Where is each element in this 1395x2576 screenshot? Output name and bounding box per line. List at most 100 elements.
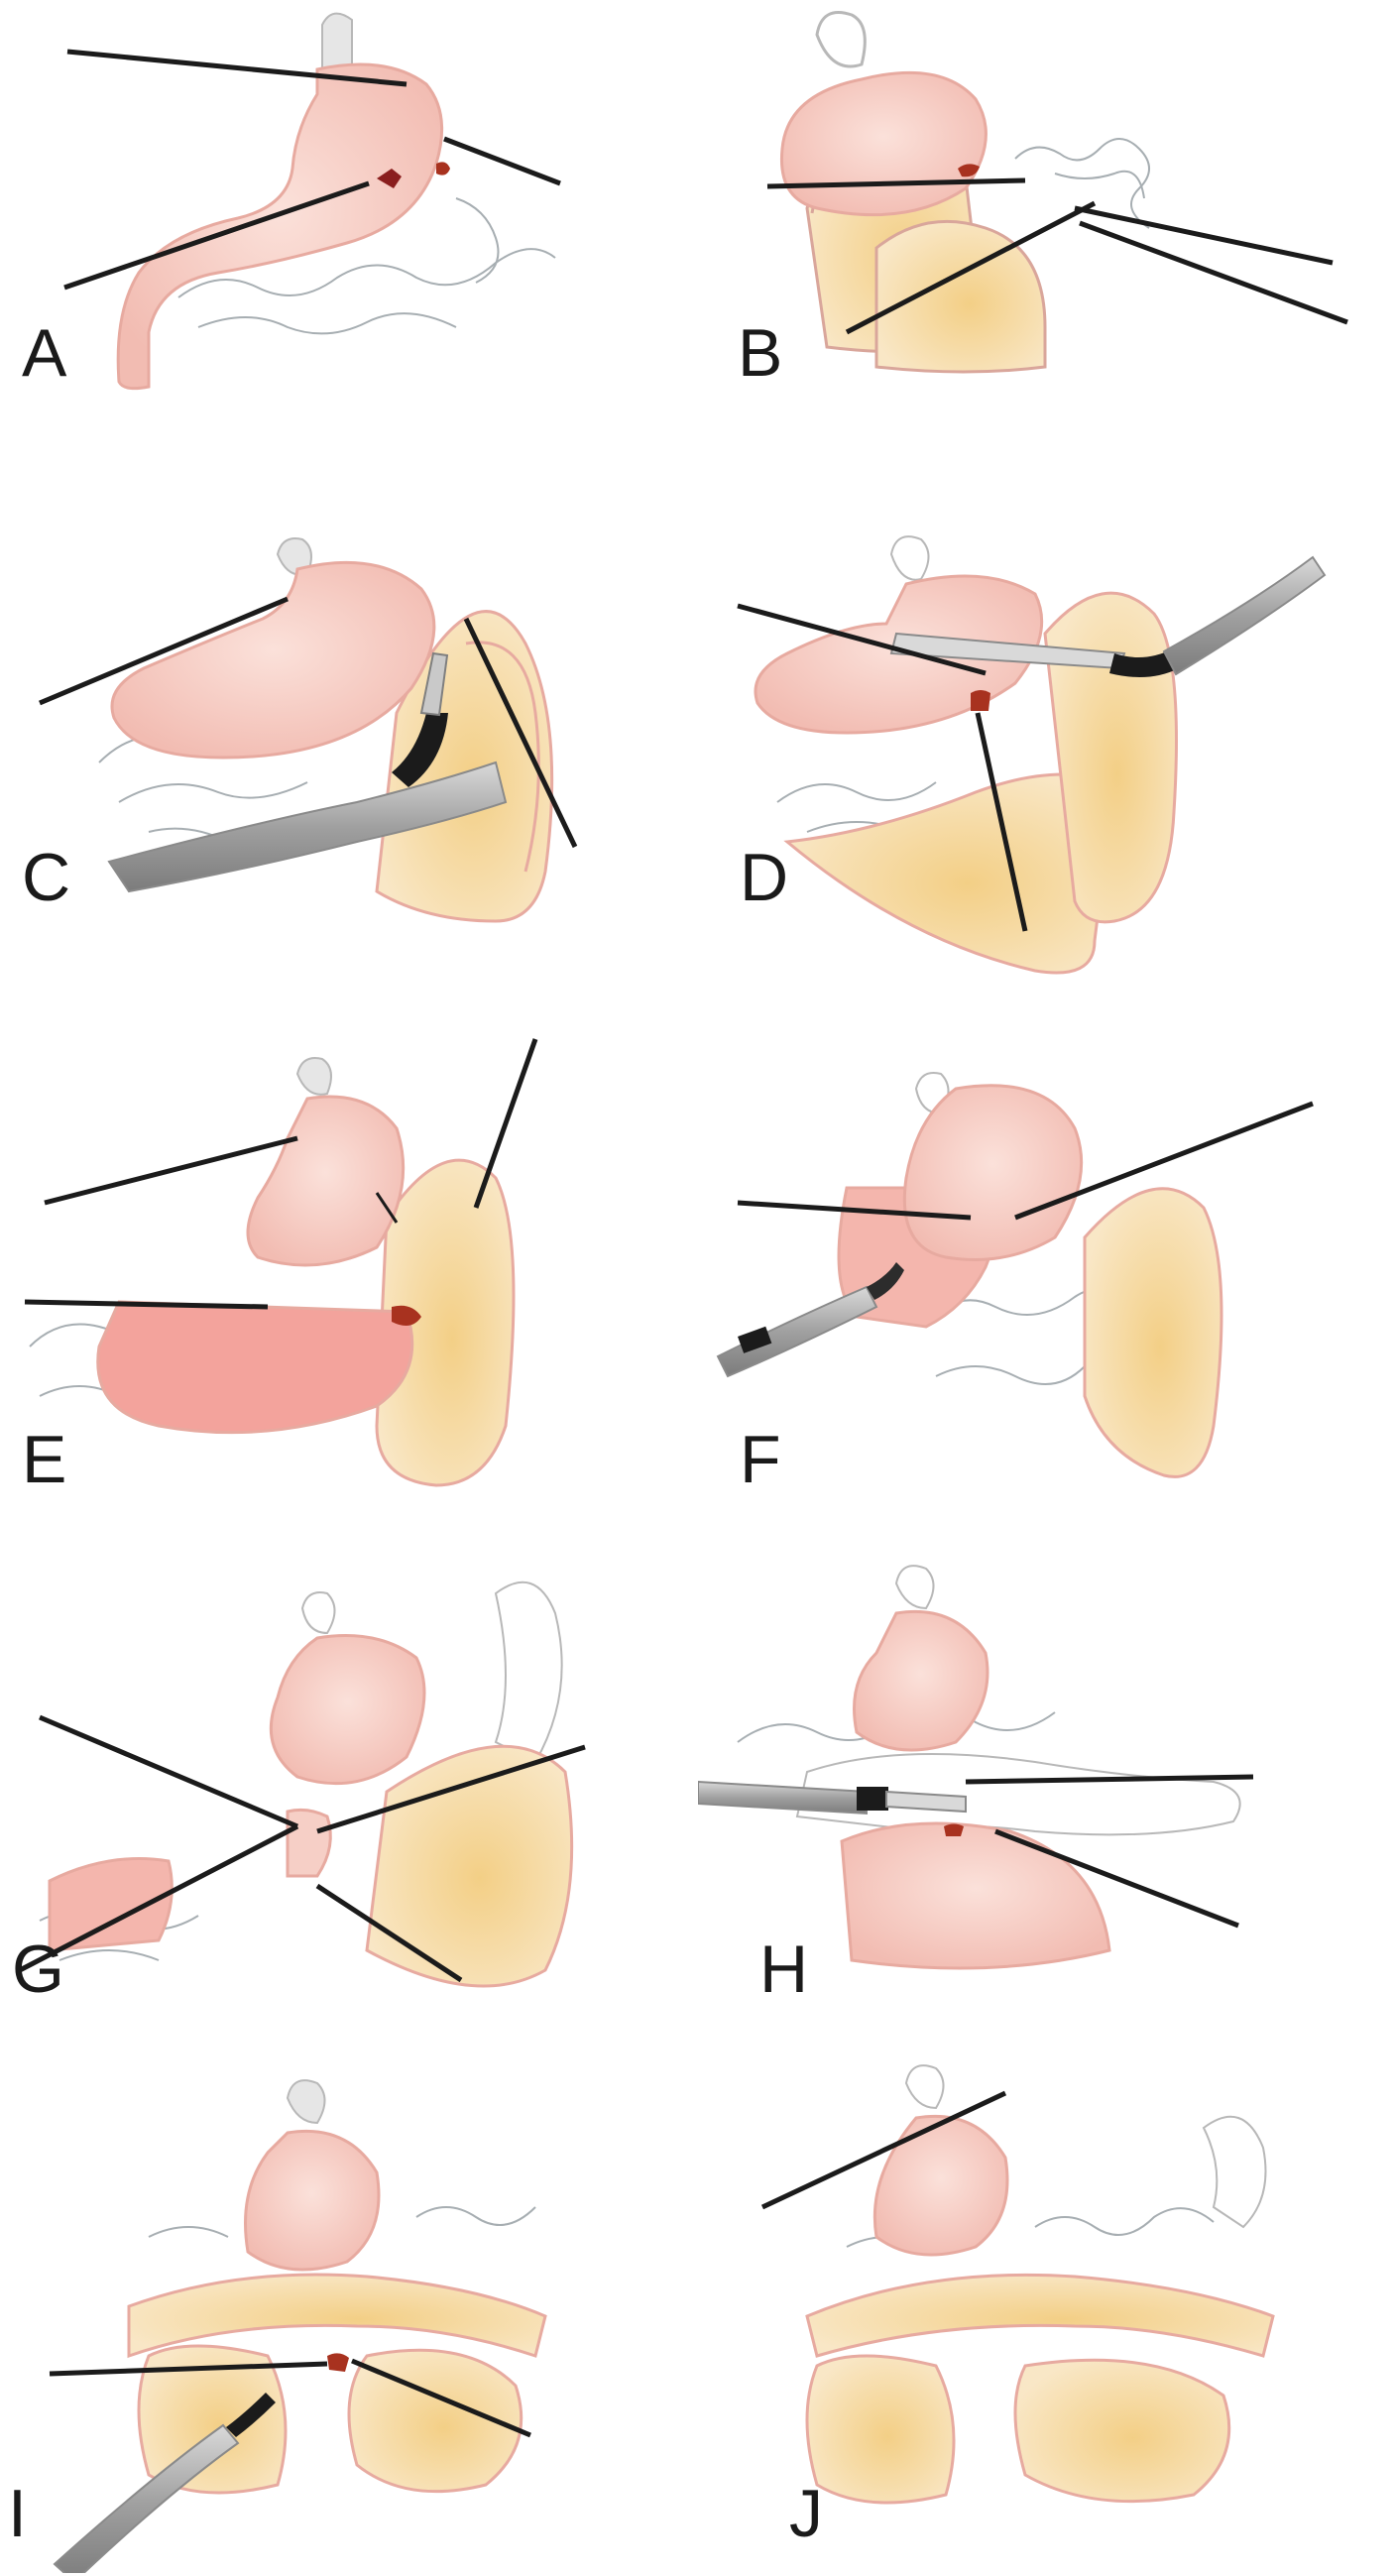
panel-i-illustration xyxy=(49,2079,547,2573)
panel-g: G xyxy=(0,1544,697,2058)
grasper-lower xyxy=(845,200,1097,335)
panel-label: H xyxy=(759,1932,809,2007)
panel-c-illustration xyxy=(39,537,578,923)
stapler-jaw xyxy=(419,651,449,717)
esophagus-stump xyxy=(300,1591,336,1635)
stapler-band xyxy=(738,1326,772,1353)
gastric-remnant xyxy=(840,1821,1111,1970)
omentum xyxy=(177,197,556,335)
stapler-shaft xyxy=(716,1285,878,1378)
jejunal-loop xyxy=(1083,1187,1223,1478)
jejunal-loop-right xyxy=(1013,2358,1231,2504)
jejunal-loop-upper xyxy=(795,1753,1241,1836)
grasper-lower xyxy=(994,1828,1239,1929)
stapler-shaft xyxy=(698,1780,868,1815)
panel-label: G xyxy=(12,1932,64,2007)
grasper-right-upper xyxy=(316,1744,586,1834)
grasper-right-lower xyxy=(1079,220,1348,325)
gastric-pouch xyxy=(779,70,988,217)
panel-label: I xyxy=(8,2476,27,2551)
stomach xyxy=(110,560,436,760)
panel-label: E xyxy=(22,1422,67,1497)
suture-mark xyxy=(436,162,450,176)
jejunal-loop-left xyxy=(805,2354,956,2505)
stapler-shaft xyxy=(53,2423,240,2573)
stapler-jaw xyxy=(885,1790,967,1814)
grasper-left xyxy=(39,596,289,706)
grasper-right xyxy=(473,1038,538,1209)
grasper xyxy=(760,2090,1007,2210)
omentum xyxy=(148,2206,536,2238)
stapler-tip xyxy=(226,2393,276,2437)
gastric-pouch xyxy=(902,1084,1084,1261)
panel-a-illustration xyxy=(63,12,561,391)
incision-mark xyxy=(377,169,402,188)
gastric-pouch xyxy=(269,1634,426,1786)
esophagus-stump xyxy=(286,2079,326,2125)
gastric-remnant xyxy=(48,1857,174,1952)
esophagus-stump xyxy=(889,535,930,581)
grasper-lower xyxy=(63,180,370,291)
gastric-pouch xyxy=(872,2114,1009,2257)
anastomosis-site xyxy=(286,1808,332,1878)
grasper-upper xyxy=(44,1135,298,1206)
grasper-left xyxy=(737,603,987,676)
grasper-left-upper xyxy=(39,1714,298,1829)
esophagus-stump xyxy=(815,11,867,68)
gastric-pouch xyxy=(244,2129,381,2272)
esophagus-stump xyxy=(904,2064,945,2110)
panel-label: D xyxy=(740,840,789,915)
stapler-tip xyxy=(867,1262,904,1300)
grasper-left xyxy=(66,49,407,87)
stapler-hinge xyxy=(1109,648,1179,677)
stomach xyxy=(116,62,444,391)
jejunal-loop-left xyxy=(137,2344,288,2495)
stapler-shaft xyxy=(1162,555,1327,676)
panel-a: A xyxy=(0,0,697,515)
panel-b: B xyxy=(698,0,1395,515)
esophagus-stump xyxy=(276,537,312,576)
bowel-fold xyxy=(465,641,540,873)
grasper-left xyxy=(737,1200,972,1221)
panel-g-illustration xyxy=(18,1581,586,1988)
stapler-hinge xyxy=(392,713,448,787)
esophagus-stump xyxy=(295,1057,332,1096)
gastric-pouch xyxy=(246,1095,406,1267)
grasper-left-lower xyxy=(18,1823,299,1973)
jejunal-loop xyxy=(375,610,554,923)
panel-h: H xyxy=(698,1544,1395,2058)
grasper-left xyxy=(766,177,1026,189)
grasper-right-upper xyxy=(1074,205,1334,266)
gastric-pouch xyxy=(853,1609,989,1752)
suture-mark xyxy=(958,164,980,177)
jejunal-loop-center xyxy=(874,219,1047,374)
jejunal-loop xyxy=(365,1744,574,1988)
panel-f-illustration xyxy=(716,1072,1314,1478)
grasper-right xyxy=(443,136,561,186)
panel-label: F xyxy=(740,1422,781,1497)
suture-mark xyxy=(327,2353,349,2372)
suture-line xyxy=(375,1192,399,1224)
panel-label: J xyxy=(789,2476,823,2551)
panel-label: C xyxy=(22,840,71,915)
grasper-right-lower xyxy=(315,1883,463,1983)
panel-f: F xyxy=(698,1029,1395,1544)
panel-i: I xyxy=(0,2058,697,2573)
stapler-shaft xyxy=(107,761,508,893)
suture-mark xyxy=(944,1823,964,1836)
stapler-band xyxy=(857,1787,888,1811)
panel-e-illustration xyxy=(24,1038,538,1487)
panel-label: A xyxy=(22,315,67,391)
jejunal-loop-right xyxy=(347,2348,523,2494)
grasper-right xyxy=(1014,1101,1314,1221)
jejunal-loop-upper xyxy=(127,2273,547,2359)
grasper-right xyxy=(351,2358,531,2438)
omentum xyxy=(1014,138,1150,229)
panel-d-illustration xyxy=(737,535,1327,975)
suture-mark xyxy=(971,690,990,711)
jejunal-loop-middle xyxy=(805,2273,1275,2358)
panel-j-illustration xyxy=(760,2064,1275,2505)
panel-j: J xyxy=(698,2058,1395,2573)
grasper-upper xyxy=(965,1774,1254,1785)
grasper-left xyxy=(49,2361,328,2377)
